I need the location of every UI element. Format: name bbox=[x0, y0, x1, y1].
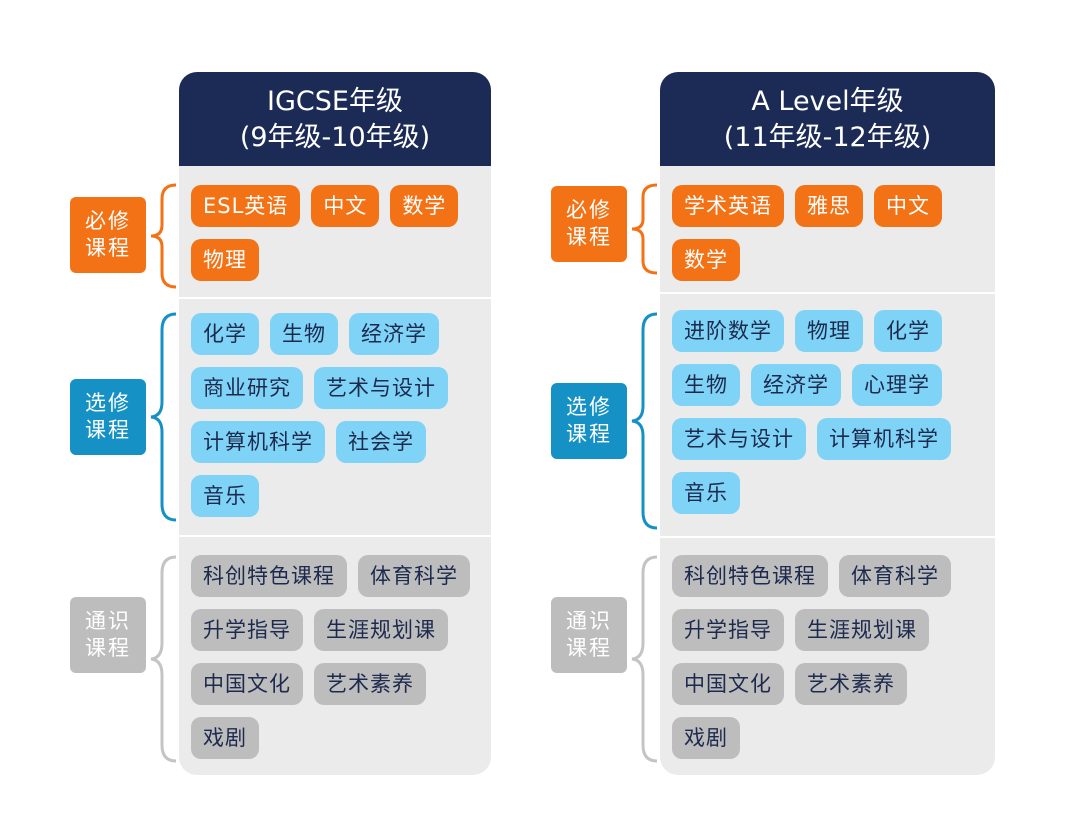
igcse-elective-section: 化学生物经济学商业研究艺术与设计计算机科学社会学音乐 bbox=[179, 313, 491, 529]
elective-course-chip: 艺术与设计 bbox=[672, 418, 806, 460]
alevel-general-section: 科创特色课程体育科学升学指导生涯规划课中国文化艺术素养戏剧 bbox=[660, 555, 995, 771]
elective-course-chip: 化学 bbox=[874, 310, 942, 352]
required-course-chip: 数学 bbox=[672, 239, 740, 281]
required-brace-right bbox=[631, 183, 658, 275]
required-label-line2: 课程 bbox=[566, 225, 612, 249]
general-course-chip: 科创特色课程 bbox=[191, 555, 347, 597]
elective-brace-left bbox=[150, 312, 177, 522]
igcse-body: ESL英语中文数学物理 化学生物经济学商业研究艺术与设计计算机科学社会学音乐 科… bbox=[179, 166, 491, 775]
elective-course-chip: 经济学 bbox=[349, 313, 439, 355]
required-label-line1: 必修 bbox=[85, 209, 131, 233]
general-course-chip: 艺术素养 bbox=[795, 663, 907, 705]
general-course-chip: 中国文化 bbox=[191, 663, 303, 705]
required-course-chip: 学术英语 bbox=[672, 185, 784, 227]
required-brace-left bbox=[150, 183, 177, 289]
required-label-right: 必修 课程 bbox=[551, 186, 627, 262]
general-label-left: 通识 课程 bbox=[70, 597, 146, 673]
elective-course-chip: 经济学 bbox=[751, 364, 841, 406]
elective-course-chip: 心理学 bbox=[852, 364, 942, 406]
required-course-chip: 数学 bbox=[390, 185, 459, 227]
general-course-chip: 戏剧 bbox=[191, 717, 259, 759]
general-course-chip: 科创特色课程 bbox=[672, 555, 828, 597]
igcse-column: IGCSE年级 (9年级-10年级) ESL英语中文数学物理 化学生物经济学商业… bbox=[179, 72, 491, 775]
general-course-chip: 艺术素养 bbox=[314, 663, 426, 705]
elective-course-chip: 商业研究 bbox=[191, 367, 303, 409]
general-label-line2: 课程 bbox=[85, 636, 131, 660]
general-brace-left bbox=[150, 555, 177, 763]
general-brace-right bbox=[631, 555, 658, 763]
alevel-column: A Level年级 (11年级-12年级) 学术英语雅思中文数学 进阶数学物理化… bbox=[660, 72, 995, 775]
elective-course-chip: 音乐 bbox=[191, 475, 259, 517]
elective-course-chip: 音乐 bbox=[672, 472, 740, 514]
general-course-chip: 升学指导 bbox=[672, 609, 784, 651]
alevel-header: A Level年级 (11年级-12年级) bbox=[660, 72, 995, 166]
required-course-chip: 中文 bbox=[874, 185, 942, 227]
required-course-chip: ESL英语 bbox=[191, 185, 301, 227]
required-course-chip: 雅思 bbox=[795, 185, 863, 227]
elective-course-chip: 社会学 bbox=[336, 421, 426, 463]
alevel-elective-section: 进阶数学物理化学生物经济学心理学艺术与设计计算机科学音乐 bbox=[660, 310, 995, 526]
general-course-chip: 戏剧 bbox=[672, 717, 740, 759]
required-label-line2: 课程 bbox=[85, 236, 131, 260]
elective-label-line1: 选修 bbox=[566, 395, 612, 419]
section-divider bbox=[660, 292, 995, 294]
elective-course-chip: 生物 bbox=[270, 313, 338, 355]
section-divider bbox=[179, 297, 491, 299]
elective-course-chip: 计算机科学 bbox=[817, 418, 951, 460]
elective-course-chip: 生物 bbox=[672, 364, 740, 406]
required-course-chip: 物理 bbox=[191, 239, 259, 281]
elective-course-chip: 艺术与设计 bbox=[314, 367, 448, 409]
general-course-chip: 体育科学 bbox=[839, 555, 951, 597]
elective-label-right: 选修 课程 bbox=[551, 383, 627, 459]
general-course-chip: 中国文化 bbox=[672, 663, 784, 705]
general-label-line1: 通识 bbox=[566, 609, 612, 633]
alevel-subtitle: (11年级-12年级) bbox=[723, 122, 932, 153]
elective-label-line1: 选修 bbox=[85, 391, 131, 415]
general-label-right: 通识 课程 bbox=[551, 597, 627, 673]
elective-brace-right bbox=[631, 312, 658, 530]
general-course-chip: 体育科学 bbox=[358, 555, 470, 597]
section-divider bbox=[660, 536, 995, 538]
section-divider bbox=[179, 535, 491, 537]
general-label-line2: 课程 bbox=[566, 636, 612, 660]
general-label-line1: 通识 bbox=[85, 609, 131, 633]
igcse-required-section: ESL英语中文数学物理 bbox=[179, 185, 491, 293]
elective-label-line2: 课程 bbox=[566, 422, 612, 446]
general-course-chip: 升学指导 bbox=[191, 609, 303, 651]
alevel-body: 学术英语雅思中文数学 进阶数学物理化学生物经济学心理学艺术与设计计算机科学音乐 … bbox=[660, 166, 995, 775]
alevel-title: A Level年级 bbox=[751, 86, 904, 117]
elective-course-chip: 计算机科学 bbox=[191, 421, 325, 463]
general-course-chip: 生涯规划课 bbox=[795, 609, 929, 651]
elective-label-left: 选修 课程 bbox=[70, 379, 146, 455]
igcse-header: IGCSE年级 (9年级-10年级) bbox=[179, 72, 491, 166]
elective-course-chip: 物理 bbox=[795, 310, 863, 352]
general-course-chip: 生涯规划课 bbox=[314, 609, 448, 651]
required-course-chip: 中文 bbox=[311, 185, 380, 227]
required-label-line1: 必修 bbox=[566, 198, 612, 222]
igcse-subtitle: (9年级-10年级) bbox=[239, 122, 431, 153]
alevel-required-section: 学术英语雅思中文数学 bbox=[660, 185, 995, 293]
elective-label-line2: 课程 bbox=[85, 418, 131, 442]
required-label-left: 必修 课程 bbox=[70, 197, 146, 273]
igcse-title: IGCSE年级 bbox=[267, 86, 403, 117]
elective-course-chip: 进阶数学 bbox=[672, 310, 784, 352]
igcse-general-section: 科创特色课程体育科学升学指导生涯规划课中国文化艺术素养戏剧 bbox=[179, 555, 491, 771]
elective-course-chip: 化学 bbox=[191, 313, 259, 355]
